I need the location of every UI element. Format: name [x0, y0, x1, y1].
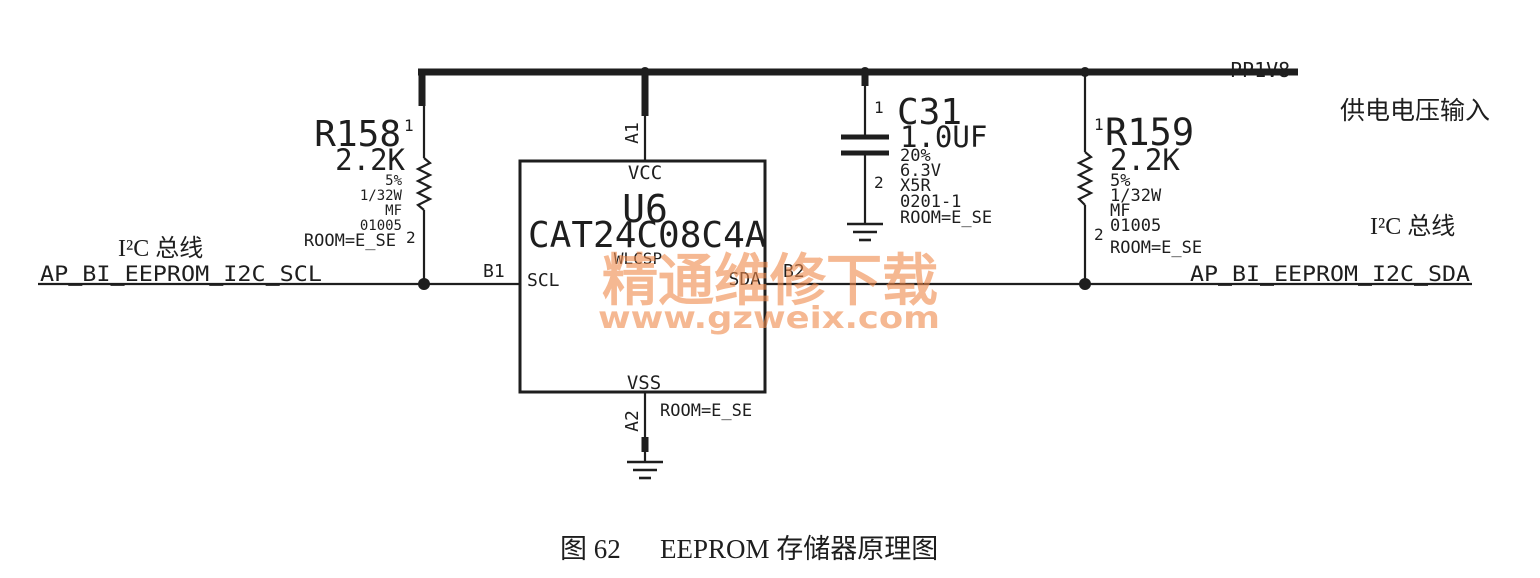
r159-ref: R159 [1105, 111, 1194, 154]
r158-type: MF [385, 203, 402, 219]
c31-tolerance: 20% [900, 146, 931, 166]
u6-pin-vcc-number: A1 [622, 122, 643, 144]
u6-ref: U6 [622, 187, 668, 231]
c31-ground-icon [847, 222, 883, 242]
power-input-note: 供电电压输入 [1340, 97, 1490, 125]
sda-bus: B2 I²C 总线 AP_BI_EEPROM_I2C_SDA [765, 213, 1472, 286]
r158-room: ROOM=E_SE [304, 231, 396, 251]
u6-package: WLCSP [614, 249, 662, 268]
r158-tolerance: 5% [385, 173, 402, 189]
watermark-url: www.gzweix.com [598, 301, 940, 336]
r158-package: 01005 [360, 218, 402, 234]
u6-pin-sda-number: B2 [783, 261, 805, 282]
r159-pin1: 1 [1094, 115, 1104, 134]
u6-pin-vss-name: VSS [627, 372, 661, 394]
u6-pin-vcc-name: VCC [628, 162, 662, 184]
r159-value: 2.2K [1110, 143, 1180, 177]
scl-net-label: AP_BI_EEPROM_I2C_SCL [40, 262, 322, 286]
r159-package: 01005 [1110, 216, 1161, 236]
c31-package: 0201-1 [900, 192, 961, 212]
bus-note-right: I²C 总线 [1370, 213, 1455, 240]
r159-pin2: 2 [1094, 225, 1104, 244]
c31-room: ROOM=E_SE [900, 208, 992, 228]
c31-dielectric: X5R [900, 176, 931, 196]
r159-power: 1/32W [1110, 186, 1162, 206]
r159-tolerance: 5% [1110, 171, 1130, 191]
u6-part-number: CAT24C08C4A [528, 215, 767, 256]
r159-type: MF [1110, 201, 1130, 221]
u6-pin-vss-number: A2 [622, 410, 643, 432]
r158-pin1: 1 [404, 116, 414, 135]
u6-room: ROOM=E_SE [660, 401, 752, 421]
c31-voltage: 6.3V [900, 161, 941, 181]
r159-body [1076, 151, 1094, 206]
c31-value: 1.0UF [900, 120, 987, 154]
caption-number: 图 62 [560, 534, 621, 564]
r158-value: 2.2K [335, 143, 405, 177]
bus-note-left: I²C 总线 [118, 235, 203, 262]
r158-ref: R158 [314, 114, 401, 155]
caption-title: EEPROM 存储器原理图 [660, 534, 938, 564]
c31-pin1: 1 [874, 98, 884, 117]
sda-net-label: AP_BI_EEPROM_I2C_SDA [1190, 262, 1470, 286]
r158-pin2: 2 [406, 228, 416, 247]
r158-power: 1/32W [360, 188, 403, 204]
c31-ref: C31 [897, 92, 962, 133]
resistor-r159: 1 R159 2.2K 5% 1/32W MF 01005 2 ROOM=E_S… [1076, 72, 1202, 290]
r158-body [415, 157, 433, 211]
u6-body [518, 159, 767, 394]
rail-junction-vcc [640, 67, 650, 77]
u6-pin-sda-name: SDA [728, 269, 761, 290]
watermark-title: 精通维修下载 [602, 249, 938, 314]
c31-pin2: 2 [874, 173, 884, 192]
ic-u6: A1 VCC U6 CAT24C08C4A WLCSP SCL SDA VSS … [518, 116, 767, 480]
r159-room: ROOM=E_SE [1110, 238, 1202, 258]
figure-caption: 图 62 EEPROM 存储器原理图 [560, 534, 938, 564]
resistor-r158: R158 1 2.2K 5% 1/32W MF 01005 2 ROOM=E_S… [304, 106, 433, 290]
power-rail-group [418, 67, 1298, 116]
u6-pin-scl-name: SCL [527, 270, 560, 291]
u6-ground-icon [627, 460, 663, 480]
u6-pin-scl-number: B1 [483, 261, 505, 282]
capacitor-c31: 1 2 C31 1.0UF 20% 6.3V X5R 0201-1 ROOM=E… [841, 86, 992, 242]
scl-bus: I²C 总线 AP_BI_EEPROM_I2C_SCL B1 [38, 235, 520, 286]
r159-sda-junction [1079, 278, 1091, 290]
watermark: 精通维修下载 www.gzweix.com [598, 249, 940, 336]
rail-junction-c31 [860, 67, 870, 77]
